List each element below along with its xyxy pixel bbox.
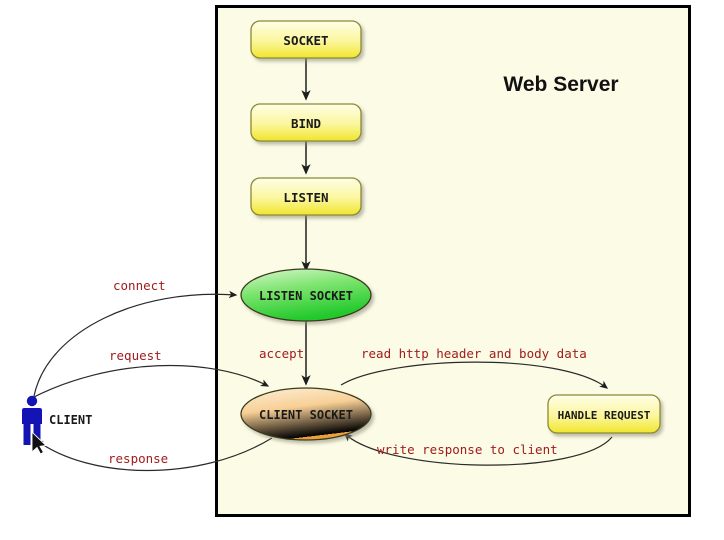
node-socket-shape: [250, 20, 362, 59]
node-bind-label: BIND: [291, 116, 321, 131]
edge-client-socket-to-handle-request: [340, 361, 609, 389]
edge-label-read-http: read http header and body data: [361, 346, 587, 361]
node-listen-shape: [250, 177, 362, 216]
client-label: CLIENT: [49, 413, 92, 427]
node-listen-socket-shape: [240, 268, 372, 322]
person-icon-torso: [22, 408, 42, 424]
node-handle-request-shape: [547, 394, 661, 434]
node-client-socket-label: CLIENT SOCKET: [259, 408, 353, 422]
node-client-socket[interactable]: CLIENT SOCKET: [240, 387, 372, 441]
edge-label-accept: accept: [259, 346, 304, 361]
node-listen-socket[interactable]: LISTEN SOCKET: [240, 268, 372, 322]
edge-label-write-response: write response to client: [377, 442, 558, 457]
client-actor[interactable]: CLIENT: [22, 395, 92, 455]
node-socket[interactable]: SOCKET: [250, 20, 362, 59]
edge-client-to-client-socket: [31, 364, 270, 399]
node-handle-request[interactable]: HANDLE REQUEST: [547, 394, 661, 434]
edge-label-response: response: [108, 451, 168, 466]
person-icon-leg-left: [23, 424, 31, 445]
edge-client-socket-to-client: [34, 437, 273, 471]
edge-client-to-listen-socket: [33, 290, 238, 397]
node-listen-socket-label: LISTEN SOCKET: [259, 289, 353, 303]
server-panel-title: Web Server: [503, 73, 618, 96]
edge-label-request: request: [109, 348, 162, 363]
node-bind[interactable]: BIND: [250, 103, 362, 142]
person-icon-head: [26, 395, 38, 407]
node-bind-shape: [250, 103, 362, 142]
edge-handle-request-to-client-socket: [343, 433, 613, 466]
node-listen-label: LISTEN: [283, 190, 328, 205]
node-client-socket-shape: [240, 387, 372, 441]
edge-label-connect: connect: [113, 278, 166, 293]
node-listen[interactable]: LISTEN: [250, 177, 362, 216]
mouse-cursor-icon: [31, 430, 47, 455]
person-icon-leg-right: [33, 424, 41, 445]
node-handle-request-label: HANDLE REQUEST: [558, 409, 651, 422]
node-socket-label: SOCKET: [283, 33, 328, 48]
